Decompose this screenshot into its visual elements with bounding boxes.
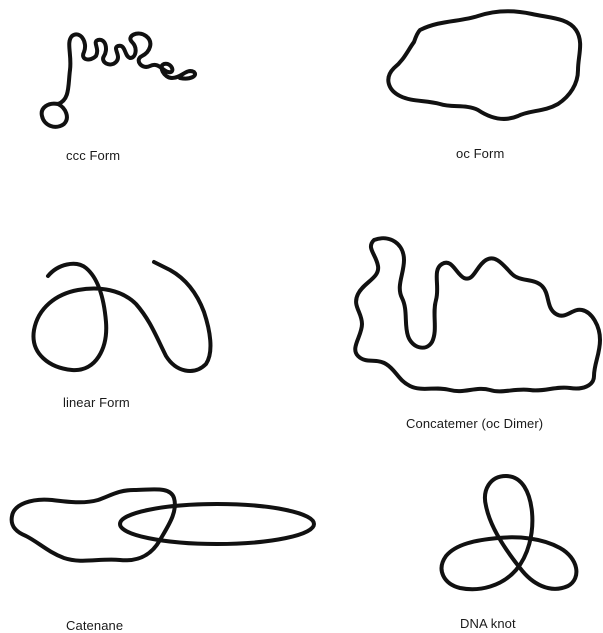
catenane-drawing <box>0 470 320 633</box>
linear-form-label: linear Form <box>63 395 130 410</box>
dna-knot-panel: DNA knot <box>320 460 603 633</box>
ccc-form-panel: ccc Form <box>0 0 300 200</box>
concatemer-panel: Concatemer (oc Dimer) <box>300 230 603 430</box>
ccc-form-label: ccc Form <box>66 148 120 163</box>
linear-form-drawing <box>0 230 300 430</box>
oc-form-panel: oc Form <box>300 0 603 200</box>
linear-form-panel: linear Form <box>0 230 300 430</box>
ccc-form-drawing <box>0 0 300 200</box>
concatemer-label: Concatemer (oc Dimer) <box>406 416 543 431</box>
concatemer-drawing <box>300 230 603 430</box>
dna-knot-drawing <box>320 460 603 633</box>
oc-form-label: oc Form <box>456 146 504 161</box>
catenane-label: Catenane <box>66 618 123 633</box>
catenane-panel: Catenane <box>0 470 320 633</box>
oc-form-drawing <box>300 0 603 200</box>
dna-knot-label: DNA knot <box>460 616 516 631</box>
